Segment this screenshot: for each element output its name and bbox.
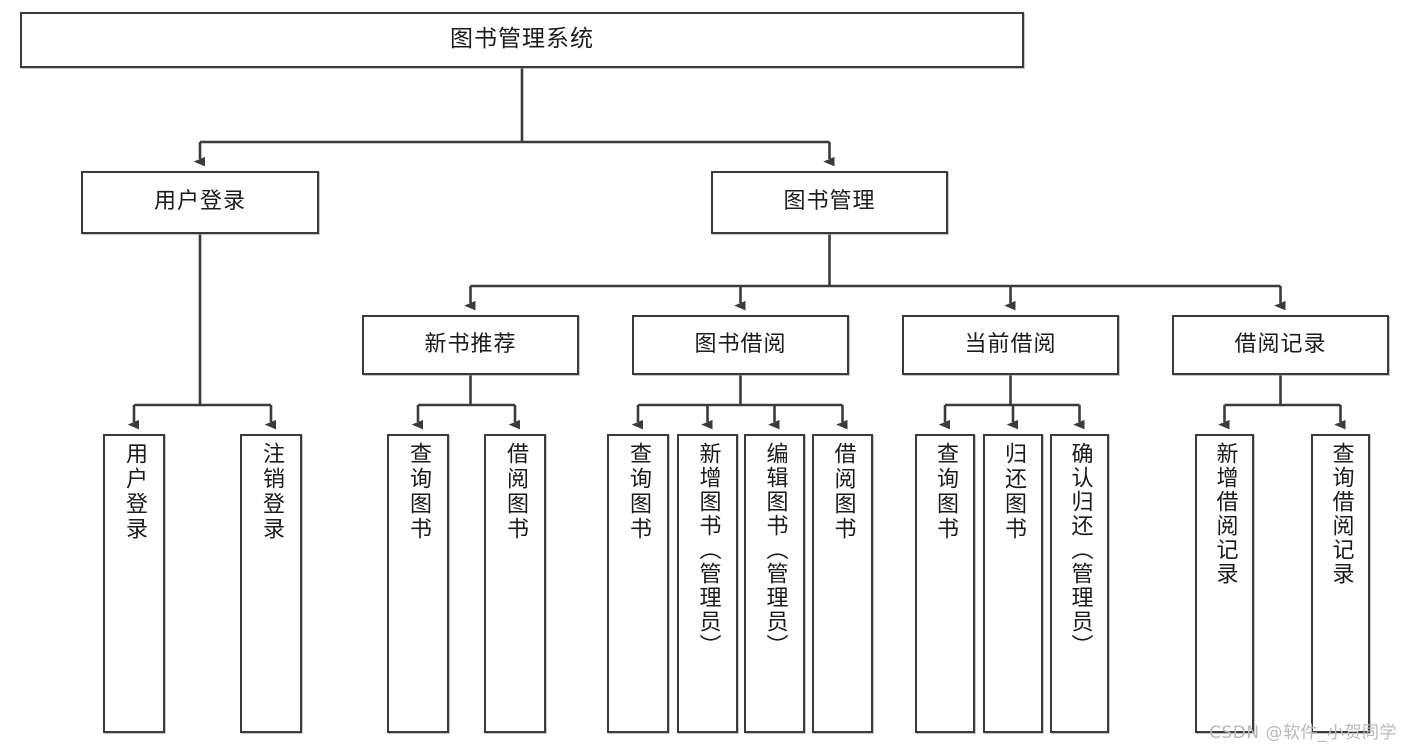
node-borrow-record[interactable]: 借阅记录 bbox=[1172, 315, 1389, 375]
leaf-newbook-query-book[interactable]: 查询图书 bbox=[387, 434, 449, 733]
leaf-borrow-add-book-admin[interactable]: 新增图书（管理员） bbox=[677, 434, 738, 733]
node-user-login-module[interactable]: 用户登录 bbox=[81, 171, 319, 234]
node-new-book-recommend[interactable]: 新书推荐 bbox=[362, 315, 579, 375]
node-label: 新书推荐 bbox=[424, 331, 517, 357]
leaf-user-login[interactable]: 用户登录 bbox=[103, 434, 165, 733]
node-label: 确认归还（管理员） bbox=[1067, 442, 1093, 658]
node-label: 图书借阅 bbox=[694, 331, 787, 357]
node-current-borrow[interactable]: 当前借阅 bbox=[902, 315, 1119, 375]
node-label: 查询图书 bbox=[625, 442, 651, 542]
node-label: 图书管理 bbox=[783, 189, 876, 215]
leaf-user-logout[interactable]: 注销登录 bbox=[240, 434, 302, 733]
node-label: 用户登录 bbox=[153, 189, 246, 215]
node-book-borrow[interactable]: 图书借阅 bbox=[632, 315, 849, 375]
leaf-current-return-book[interactable]: 归还图书 bbox=[983, 434, 1043, 733]
node-label: 注销登录 bbox=[258, 442, 284, 542]
node-label: 查询图书 bbox=[405, 442, 431, 542]
leaf-borrow-borrow-book[interactable]: 借阅图书 bbox=[812, 434, 873, 733]
watermark-text: CSDN @软件_小贺同学 bbox=[1209, 723, 1397, 743]
node-book-management-module[interactable]: 图书管理 bbox=[711, 171, 948, 234]
node-label: 借阅图书 bbox=[502, 442, 528, 542]
node-label: 归还图书 bbox=[1000, 442, 1026, 542]
leaf-record-query-borrow-record[interactable]: 查询借阅记录 bbox=[1311, 434, 1370, 733]
node-label: 借阅记录 bbox=[1234, 331, 1327, 357]
node-root-system[interactable]: 图书管理系统 bbox=[20, 12, 1024, 68]
node-label: 当前借阅 bbox=[964, 331, 1057, 357]
leaf-borrow-query-book[interactable]: 查询图书 bbox=[607, 434, 669, 733]
leaf-record-add-borrow-record[interactable]: 新增借阅记录 bbox=[1195, 434, 1254, 733]
leaf-current-query-book[interactable]: 查询图书 bbox=[915, 434, 975, 733]
leaf-newbook-borrow-book[interactable]: 借阅图书 bbox=[484, 434, 546, 733]
node-label: 借阅图书 bbox=[830, 442, 856, 542]
node-label: 查询借阅记录 bbox=[1328, 442, 1354, 586]
node-label: 查询图书 bbox=[932, 442, 958, 542]
node-label: 新增借阅记录 bbox=[1212, 442, 1238, 586]
node-label: 图书管理系统 bbox=[450, 26, 594, 53]
node-label: 用户登录 bbox=[121, 442, 147, 542]
leaf-borrow-edit-book-admin[interactable]: 编辑图书（管理员） bbox=[744, 434, 805, 733]
leaf-current-confirm-return-admin[interactable]: 确认归还（管理员） bbox=[1050, 434, 1109, 733]
node-label: 新增图书（管理员） bbox=[695, 442, 721, 658]
node-label: 编辑图书（管理员） bbox=[762, 442, 788, 658]
